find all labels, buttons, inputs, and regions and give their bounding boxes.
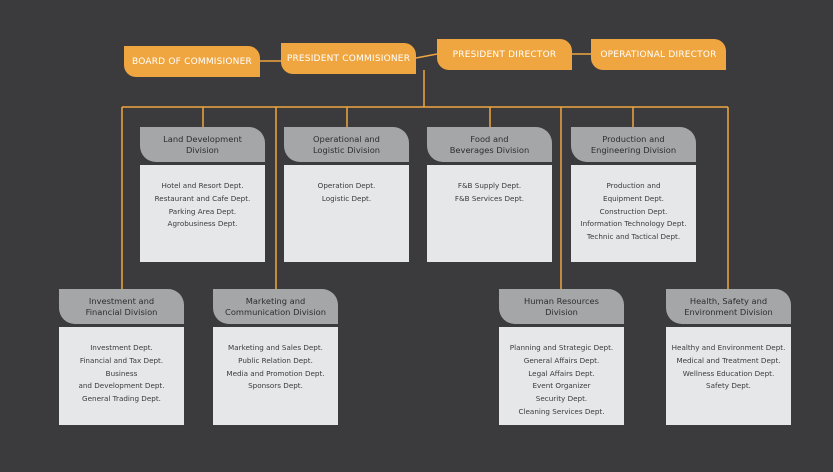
division-title-line: Investment and bbox=[88, 295, 155, 306]
division-title-line: Human Resources bbox=[524, 295, 599, 306]
division-department-list: Operation Dept. Logistic Dept. bbox=[284, 165, 409, 262]
operational-director-box: OPERATIONAL DIRECTOR bbox=[591, 39, 726, 70]
department-item: and Development Dept. bbox=[78, 381, 165, 391]
president-commisioner-box: PRESIDENT COMMISIONER bbox=[281, 43, 416, 74]
division-title-line: Beverages Division bbox=[449, 144, 530, 155]
exec-label: OPERATIONAL DIRECTOR bbox=[600, 49, 717, 60]
department-item: Logistic Dept. bbox=[321, 193, 372, 203]
department-item: F&B Services Dept. bbox=[454, 193, 525, 203]
department-item: Information Technology Dept. bbox=[580, 219, 687, 229]
department-item: Hotel and Resort Dept. bbox=[161, 181, 244, 190]
president-director-box: PRESIDENT DIRECTOR bbox=[437, 39, 572, 70]
department-item: Sponsors Dept. bbox=[248, 381, 303, 391]
division-title-line: Health, Safety and bbox=[689, 295, 768, 306]
department-item: Investment Dept. bbox=[90, 343, 153, 352]
division-title-line: Communication Division bbox=[225, 306, 326, 317]
division-department-list: Production and Equipment Dept. Construct… bbox=[571, 165, 696, 262]
department-item: General Affairs Dept. bbox=[523, 355, 600, 365]
division-title-line: Marketing and bbox=[245, 295, 306, 306]
department-item: Financial and Tax Dept. bbox=[79, 355, 164, 365]
department-item: Safety Dept. bbox=[706, 381, 751, 391]
department-item: F&B Supply Dept. bbox=[457, 181, 522, 190]
department-item: Media and Promotion Dept. bbox=[226, 368, 325, 378]
department-item: Planning and Strategic Dept. bbox=[509, 343, 614, 352]
exec-label: PRESIDENT DIRECTOR bbox=[452, 49, 557, 60]
division-title-line: Operational and bbox=[313, 133, 380, 144]
department-item: General Trading Dept. bbox=[82, 394, 161, 404]
department-item: Security Dept. bbox=[535, 394, 588, 404]
department-item: Marketing and Sales Dept. bbox=[228, 343, 323, 352]
department-item: Production and bbox=[606, 181, 661, 190]
division-department-list: Hotel and Resort Dept. Restaurant and Ca… bbox=[140, 165, 265, 262]
department-item: Business bbox=[105, 368, 138, 378]
division-title-line: Food and bbox=[470, 133, 509, 144]
department-item: Construction Dept. bbox=[599, 206, 668, 216]
division-department-list: F&B Supply Dept. F&B Services Dept. bbox=[427, 165, 552, 262]
department-item: Restaurant and Cafe Dept. bbox=[154, 193, 251, 203]
division-title-line: Logistic Division bbox=[312, 144, 381, 155]
department-item: Cleaning Services Dept. bbox=[518, 406, 605, 416]
department-item: Healthy and Environment Dept. bbox=[671, 343, 786, 352]
division-department-list: Marketing and Sales Dept. Public Relatio… bbox=[213, 327, 338, 425]
department-item: Wellness Education Dept. bbox=[682, 368, 775, 378]
division-title-line: Division bbox=[545, 306, 578, 317]
division-department-list: Healthy and Environment Dept. Medical an… bbox=[666, 327, 791, 425]
department-item: Medical and Treatment Dept. bbox=[676, 355, 781, 365]
division-title-line: Environment Division bbox=[684, 306, 773, 317]
department-item: Parking Area Dept. bbox=[168, 206, 237, 216]
department-item: Legal Affairs Dept. bbox=[528, 368, 595, 378]
department-item: Public Relation Dept. bbox=[238, 355, 313, 365]
board-of-commisioner-box: BOARD OF COMMISIONER bbox=[124, 46, 260, 77]
exec-label: PRESIDENT COMMISIONER bbox=[286, 53, 411, 64]
department-item: Technic and Tactical Dept. bbox=[586, 232, 681, 242]
department-item: Equipment Dept. bbox=[603, 193, 664, 203]
exec-label: BOARD OF COMMISIONER bbox=[132, 56, 252, 67]
division-title-line: Production and bbox=[602, 133, 665, 144]
division-title-line: Land Development bbox=[163, 133, 242, 144]
division-title-line: Financial Division bbox=[85, 306, 158, 317]
department-item: Event Organizer bbox=[532, 381, 591, 391]
division-title-line: Engineering Division bbox=[590, 144, 677, 155]
department-item: Agrobusiness Dept. bbox=[167, 219, 238, 229]
division-title-line: Division bbox=[186, 144, 219, 155]
department-item: Operation Dept. bbox=[317, 181, 376, 190]
division-department-list: Investment Dept. Financial and Tax Dept.… bbox=[59, 327, 184, 425]
division-department-list: Planning and Strategic Dept. General Aff… bbox=[499, 327, 624, 425]
connector-line bbox=[415, 53, 438, 59]
